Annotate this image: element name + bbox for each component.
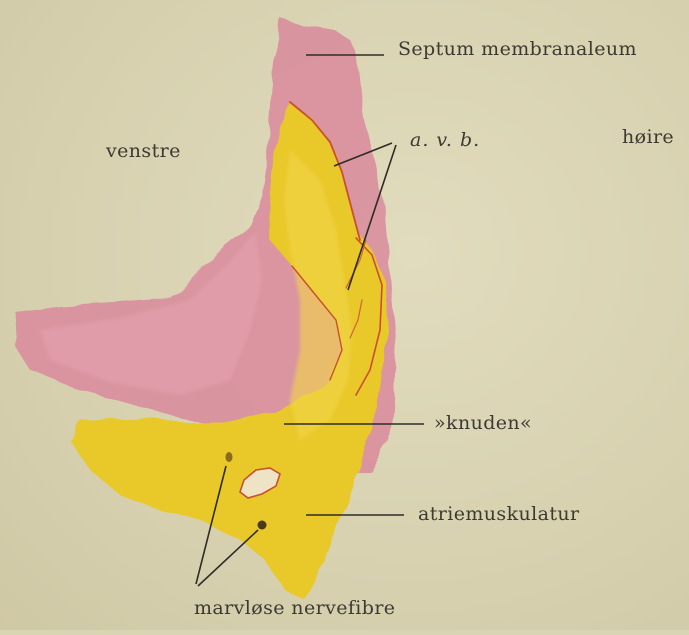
atriemuskulatur-label: atriemuskulatur	[418, 503, 580, 525]
knuden-label: »knuden«	[434, 412, 532, 434]
avb-label: a. v. b.	[410, 129, 480, 151]
nervefibre-label: marvløse nervefibre	[194, 597, 395, 619]
right-side-label: høire	[622, 126, 674, 148]
left-side-label: venstre	[105, 140, 181, 162]
septum-membranaleum-label: Septum membranaleum	[398, 38, 637, 60]
